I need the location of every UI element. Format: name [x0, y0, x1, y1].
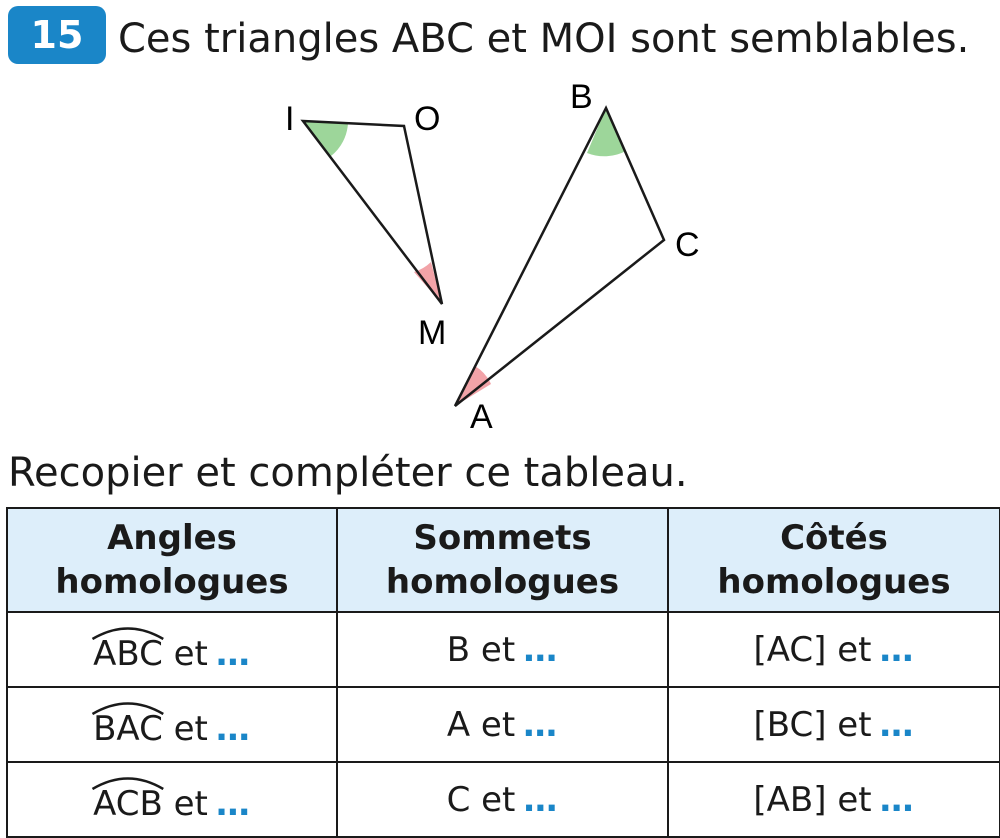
angle-suffix: et [162, 783, 208, 824]
angle-suffix: et [162, 708, 208, 749]
header-sommets-line1: Sommets [413, 518, 592, 558]
angle-marker-i [303, 121, 348, 156]
header-angles-line1: Angles [107, 518, 237, 558]
cell-angle: ACB et… [6, 761, 338, 838]
angle-hat-icon [91, 699, 165, 715]
blank-placeholder: … [879, 629, 915, 670]
blank-placeholder: … [215, 633, 251, 674]
exercise-statement: Ces triangles ABC et MOI sont semblables… [118, 16, 970, 62]
instruction-text: Recopier et compléter ce tableau. [8, 450, 688, 496]
blank-placeholder: … [879, 704, 915, 745]
triangle-moi [300, 119, 444, 305]
angle-name: BAC [93, 708, 163, 749]
vertex-text: A et [446, 704, 516, 745]
exercise-number: 15 [30, 13, 84, 57]
label-o: O [414, 100, 440, 138]
blank-placeholder: … [523, 779, 559, 820]
angle-notation: ABC [93, 634, 163, 674]
triangles-figure: I O M B C A [285, 78, 700, 436]
cell-vertex: C et… [336, 761, 669, 838]
blank-placeholder: … [523, 704, 559, 745]
cell-side: [AC] et… [667, 611, 1000, 688]
cell-angle: ABC et… [6, 611, 338, 688]
blank-placeholder: … [879, 779, 915, 820]
header-sommets-line2: homologues [385, 562, 620, 602]
vertex-text: C et [446, 779, 516, 820]
label-c: C [675, 226, 700, 264]
label-b: B [570, 78, 593, 116]
cell-vertex: B et… [336, 611, 669, 688]
cell-vertex: A et… [336, 686, 669, 763]
angle-marker-b [587, 108, 626, 157]
table-row: ABC et… B et… [AC] et… [6, 611, 1000, 688]
table-row: ACB et… C et… [AB] et… [6, 761, 1000, 838]
blank-placeholder: … [215, 783, 251, 824]
angle-marker-a [455, 366, 491, 406]
angle-hat-icon [91, 774, 165, 790]
angle-name: ABC [93, 633, 163, 674]
angle-notation: BAC [93, 709, 163, 749]
exercise-number-badge: 15 [8, 6, 106, 64]
cell-side: [BC] et… [667, 686, 1000, 763]
label-m: M [418, 314, 446, 352]
angle-hat-icon [91, 624, 165, 640]
label-a: A [470, 398, 493, 436]
table-row: BAC et… A et… [BC] et… [6, 686, 1000, 763]
label-i: I [285, 100, 294, 138]
header-cotes: Côtés homologues [667, 507, 1000, 613]
blank-placeholder: … [523, 629, 559, 670]
side-text: [AB] et [753, 779, 872, 820]
side-text: [BC] et [753, 704, 872, 745]
cell-side: [AB] et… [667, 761, 1000, 838]
triangle-abc [453, 105, 666, 407]
header-angles-line2: homologues [55, 562, 289, 602]
header-cotes-line2: homologues [717, 562, 951, 602]
angle-name: ACB [93, 783, 163, 824]
vertex-text: B et [446, 629, 516, 670]
homologues-table: Angles homologues Sommets homologues Côt… [6, 507, 1000, 838]
angle-suffix: et [162, 633, 208, 674]
angle-notation: ACB [93, 784, 163, 824]
header-angles: Angles homologues [6, 507, 338, 613]
header-cotes-line1: Côtés [780, 518, 888, 558]
header-sommets: Sommets homologues [336, 507, 669, 613]
side-text: [AC] et [753, 629, 872, 670]
cell-angle: BAC et… [6, 686, 338, 763]
blank-placeholder: … [215, 708, 251, 749]
